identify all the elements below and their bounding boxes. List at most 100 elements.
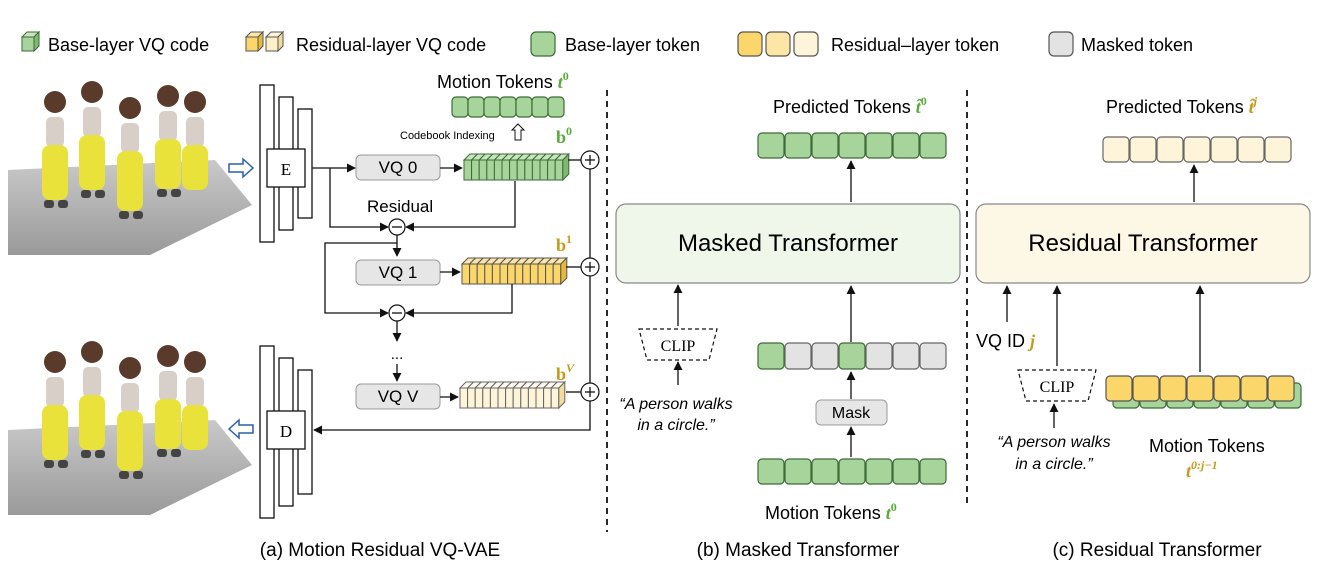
base-code-cube	[524, 159, 533, 181]
residual1-code-cube-side	[560, 256, 568, 286]
predicted-residual-token	[1210, 136, 1238, 163]
predicted-residual-token	[1156, 136, 1184, 163]
masked-row-token	[838, 342, 866, 370]
predicted-token	[757, 132, 785, 159]
residual1-code-cube	[529, 263, 539, 285]
base-code-cube	[516, 159, 526, 181]
codebook-indexing-label: Codebook Indexing	[400, 130, 495, 142]
vqvae-connectors	[312, 159, 591, 435]
vq-id-label: VQ ID j	[976, 331, 1036, 351]
masked-row-token	[865, 342, 893, 370]
panel-a-caption: (a) Motion Residual VQ-VAE	[260, 540, 500, 561]
residual1-code-cube	[491, 263, 501, 285]
predicted-token	[919, 132, 947, 159]
residualv-code-cube	[527, 387, 537, 409]
motion-token	[451, 96, 469, 118]
residualv-code-cube	[459, 387, 469, 409]
residual1-code-cube	[469, 263, 478, 285]
masked-transformer-box	[615, 203, 961, 284]
residual1-code-cube	[499, 263, 509, 285]
vq1-label: VQ 1	[379, 263, 418, 282]
predicted-token	[838, 132, 866, 159]
predicted-residual-token	[1183, 136, 1211, 163]
residualv-code-cube	[482, 387, 491, 409]
motion-tokens-label: Motion Tokens t0	[437, 69, 569, 92]
masked-row-token	[811, 342, 839, 370]
masked-transformer-label: Masked Transformer	[678, 230, 898, 257]
input-motion-token	[811, 458, 839, 485]
plus-circle-v	[580, 382, 600, 402]
minus-circle-2	[388, 304, 406, 322]
panel-c-caption: (c) Residual Transformer	[1052, 540, 1262, 561]
panel-b-caption: (b) Masked Transformer	[697, 540, 900, 561]
panel-a: E D Motion Tokens t0 Codebook Indexing V…	[8, 69, 600, 561]
code-cube-row-v	[458, 380, 567, 410]
residual1-code-cube	[461, 263, 471, 285]
base-code-cube-side	[562, 152, 570, 182]
motion-token-row	[451, 96, 565, 118]
prompt-line-1-c: “A person walks	[997, 434, 1110, 451]
stacked-residual-token	[1267, 375, 1295, 402]
panel-c: Predicted Tokens t̂j Residual Transforme…	[975, 94, 1311, 561]
input-motion-token	[784, 458, 812, 485]
residual1-code-cube	[545, 263, 554, 285]
masked-row-token	[892, 342, 920, 370]
residualv-code-cube	[505, 387, 514, 409]
ellipsis: ...	[391, 346, 404, 363]
legend-base-token: Base-layer token	[530, 31, 700, 57]
decoder-label: D	[280, 422, 292, 441]
base-code-cube	[471, 159, 480, 181]
encoder-label: E	[281, 160, 291, 179]
motion-tokens-c-sym: t0:j−1	[1186, 458, 1218, 481]
predicted-token	[892, 132, 920, 159]
motion-token	[483, 96, 501, 118]
residualv-code-cube-side	[558, 380, 566, 410]
residual-token-swatch-1	[737, 31, 763, 57]
base-code-cube	[493, 159, 503, 181]
residual1-code-cube	[507, 263, 516, 285]
code-cube-row-1	[460, 256, 569, 286]
base-code-cube	[547, 159, 556, 181]
residual1-code-cube	[552, 263, 562, 285]
mask-label: Mask	[832, 405, 871, 422]
stacked-motion-token-row	[1105, 375, 1302, 409]
masked-token-row	[757, 342, 947, 370]
predicted-residual-token	[1102, 136, 1130, 163]
panel-b: Predicted Tokens t̂0 Masked Transformer …	[615, 94, 961, 561]
predicted-residual-token	[1264, 136, 1292, 163]
predicted-residual-token-row	[1102, 136, 1292, 163]
clip-box-c	[1017, 369, 1097, 402]
motion-token	[467, 96, 485, 118]
residual-transformer-box	[975, 203, 1311, 284]
predicted-token	[865, 132, 893, 159]
code-cube-row-0	[462, 152, 571, 182]
residualv-code-cube	[474, 387, 484, 409]
residualv-code-cube	[535, 387, 545, 409]
stacked-residual-token	[1186, 375, 1214, 402]
motion-token	[531, 96, 549, 118]
vq0-label: VQ 0	[379, 158, 418, 177]
stacked-residual-token	[1240, 375, 1268, 402]
base-vq-cube-icon	[20, 30, 41, 53]
base-code-cube	[463, 159, 473, 181]
vqv-label: VQ V	[378, 387, 419, 406]
stacked-residual-token	[1132, 375, 1160, 402]
legend-residual-token-label: Residual–layer token	[831, 35, 999, 55]
input-arrow-icon	[228, 157, 255, 179]
clip-label-c: CLIP	[1040, 379, 1075, 396]
input-motion-token	[838, 458, 866, 485]
masked-row-token	[919, 342, 947, 370]
input-motion-token	[919, 458, 947, 485]
motion-input-image	[8, 81, 252, 255]
stacked-residual-token	[1213, 375, 1241, 402]
b1-label: b1	[556, 232, 572, 255]
predicted-token	[811, 132, 839, 159]
residual-vq-cubes-icon	[244, 30, 285, 53]
b0-label: b0	[556, 124, 572, 147]
minus-circle-1	[388, 218, 406, 236]
output-arrow-icon	[227, 418, 254, 440]
residualv-code-cube	[543, 387, 552, 409]
codebook-indexing-arrow-icon	[510, 123, 526, 141]
base-code-cube	[478, 159, 488, 181]
base-code-cube	[539, 159, 549, 181]
